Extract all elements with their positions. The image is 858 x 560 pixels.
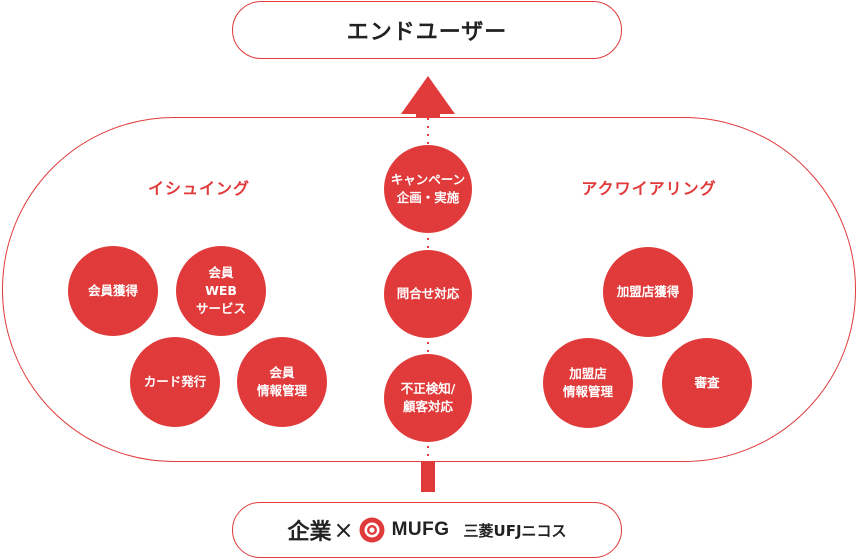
- bottom-arrow-stem: [421, 462, 435, 492]
- mufg-logo-icon: [359, 517, 385, 543]
- issuing-item-member-web-service: 会員 WEB サービス: [176, 246, 266, 336]
- up-arrow-icon: [401, 76, 455, 117]
- issuing-item-member-acquisition: 会員獲得: [68, 246, 158, 336]
- end-user-title: エンドユーザー: [346, 20, 508, 45]
- center-item-inquiry: 問合せ対応: [384, 250, 472, 338]
- issuing-item-card-issuance: カード発行: [130, 337, 220, 427]
- center-item-campaign: キャンペーン 企画・実施: [384, 145, 472, 233]
- issuing-item-member-info-management: 会員 情報管理: [237, 337, 327, 427]
- nicos-label: 三菱UFJニコス: [463, 521, 567, 540]
- acquiring-item-merchant-acquisition: 加盟店獲得: [603, 247, 693, 337]
- acquiring-item-merchant-info-management: 加盟店 情報管理: [543, 338, 633, 428]
- acquiring-item-screening: 審査: [662, 338, 752, 428]
- center-item-fraud-detection: 不正検知/ 顧客対応: [384, 354, 472, 442]
- company-label: 企業: [287, 520, 332, 545]
- company-logo-row: 企業 × MUFG 三菱UFJニコス: [287, 514, 566, 546]
- issuing-title: イシュイング: [147, 179, 250, 198]
- mufg-wordmark: MUFG: [391, 519, 450, 540]
- times-symbol: ×: [333, 516, 354, 544]
- company-box: 企業 × MUFG 三菱UFJニコス: [232, 502, 622, 558]
- end-user-box: エンドユーザー: [232, 1, 622, 59]
- acquiring-title: アクワイアリング: [581, 179, 717, 198]
